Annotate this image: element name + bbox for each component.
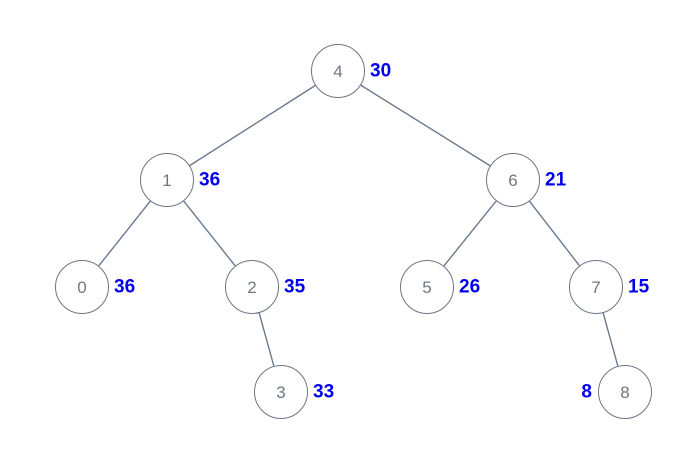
tree-edge-1-0 [98,200,151,267]
tree-node-label-8: 8 [581,381,592,403]
tree-node-label-2: 35 [284,276,306,298]
tree-node-label-0: 36 [114,276,136,298]
tree-node-8[interactable]: 8 [598,365,652,419]
tree-node-3[interactable]: 3 [254,365,308,419]
tree-node-label-4: 30 [370,60,392,82]
tree-node-5[interactable]: 5 [400,260,454,314]
tree-node-id-1: 1 [162,170,172,190]
tree-edge-4-6 [360,84,491,167]
tree-node-id-5: 5 [422,277,432,297]
tree-edge-2-3 [258,312,275,367]
tree-node-id-7: 7 [591,277,601,297]
tree-node-6[interactable]: 6 [486,153,540,207]
tree-node-2[interactable]: 2 [225,260,279,314]
tree-node-0[interactable]: 0 [55,260,109,314]
tree-node-id-2: 2 [247,277,257,297]
tree-node-label-3: 33 [313,381,335,403]
tree-node-4[interactable]: 4 [311,44,365,98]
tree-edge-6-7 [528,200,581,267]
tree-node-1[interactable]: 1 [140,153,194,207]
tree-edge-4-1 [189,84,316,167]
tree-node-label-1: 36 [199,169,221,191]
tree-node-id-3: 3 [276,382,286,402]
tree-node-id-8: 8 [620,382,630,402]
tree-node-label-5: 26 [459,276,481,298]
tree-node-label-6: 21 [545,169,567,191]
tree-node-label-7: 15 [628,276,650,298]
tree-node-id-0: 0 [77,277,87,297]
tree-edge-6-5 [443,200,497,267]
tree-edge-1-2 [183,200,236,267]
tree-edge-7-8 [602,312,619,367]
tree-node-id-6: 6 [508,170,518,190]
tree-node-7[interactable]: 7 [569,260,623,314]
tree-node-id-4: 4 [333,61,343,81]
